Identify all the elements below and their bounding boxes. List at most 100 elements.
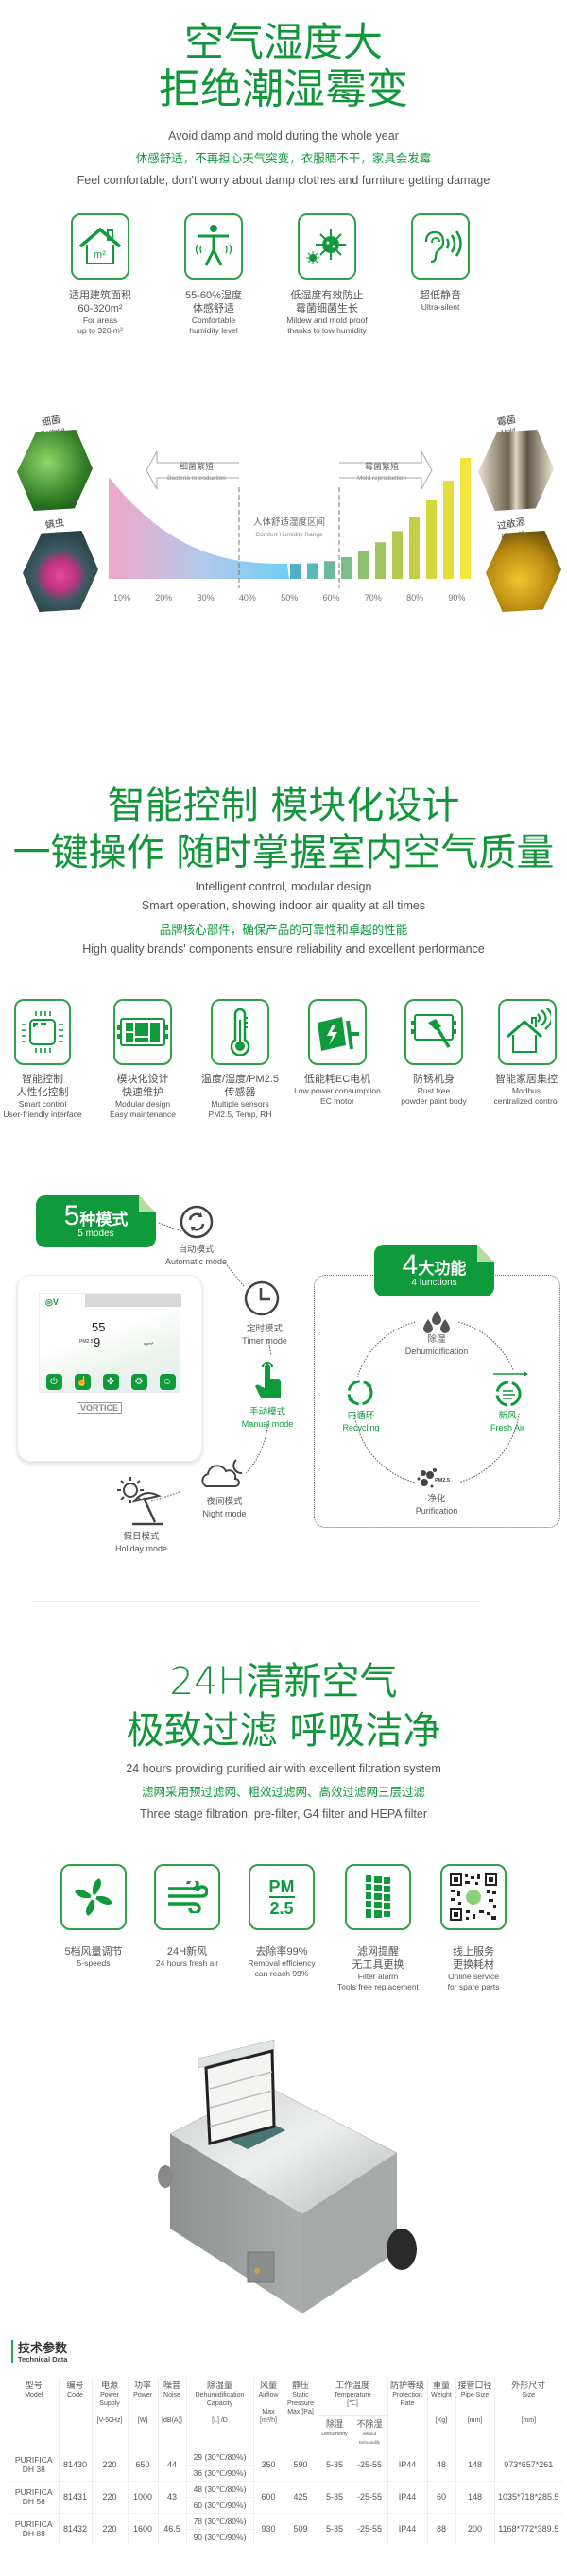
cell-airflow: 930 (253, 2512, 284, 2545)
section-divider (32, 1601, 480, 1602)
bacteria-arrow-en: Bacteria reproduction (167, 475, 226, 482)
feature-5-speeds-box (60, 1864, 127, 1930)
cell-airflow: 600 (253, 2480, 284, 2513)
control-panel: ◎V 55 PM2.5 9 ug/m³ ⏻ ☝ ✤ ⚙ ☺ VORTICE (17, 1275, 202, 1462)
cell-pipe: 148 (455, 2448, 495, 2481)
cell-supply: 220 (92, 2448, 129, 2481)
table-row-sub: 36 (30℃/90%) (9, 2464, 562, 2481)
user-button[interactable]: ☺ (159, 1373, 176, 1390)
feature-smart-home-box (498, 999, 557, 1065)
cell-t1: 5-35 (318, 2512, 352, 2545)
comfort-range-cn: 人体舒适湿度区间 (253, 517, 325, 528)
cell-airflow: 350 (253, 2448, 284, 2481)
feature-area-box: m² (71, 213, 129, 280)
cell-weight: 48 (427, 2448, 456, 2481)
duct-inlet (158, 2165, 173, 2188)
fresh-air-icon (491, 1371, 529, 1414)
cell-static: 425 (284, 2480, 318, 2513)
paint-brush-icon (411, 1014, 456, 1048)
drain-port (254, 2268, 260, 2274)
section2-title-1: 智能控制 模块化设计 (107, 784, 460, 827)
tech-title-bar (11, 2340, 13, 2363)
screen-value-2: 9 (94, 1335, 101, 1349)
screen-pm-label: PM2.5 (79, 1339, 94, 1345)
feature-silent-box (411, 213, 470, 280)
filter-cover (198, 2040, 275, 2069)
section2-sub-1: Intelligent control, modular design (195, 880, 372, 893)
cell-code: 81432 (59, 2512, 93, 2545)
mold-arrow-cn: 霉菌繁殖 (365, 461, 399, 471)
smart-home-icon (507, 1008, 551, 1053)
cell-ip: IP44 (387, 2512, 428, 2545)
cell-ip: IP44 (387, 2448, 428, 2481)
cell-weight: 60 (427, 2480, 456, 2513)
person-humidity-icon (195, 225, 232, 266)
humidity-tick-label: 90% (448, 593, 465, 602)
cell-dehum_1: 29 (30℃/80%) (186, 2448, 254, 2465)
screen-buttons: ⏻ ☝ ✤ ⚙ ☺ (40, 1369, 181, 1394)
power-button[interactable]: ⏻ (45, 1373, 62, 1390)
fan-icon (75, 1878, 112, 1916)
hero-tagline-en: Feel comfortable, don't worry about damp… (77, 174, 490, 187)
qr-code-icon[interactable] (449, 1873, 498, 1922)
cell-model: PURIFICA DH 88 (9, 2512, 60, 2545)
tech-title-cn: 技术参数 (18, 2341, 68, 2355)
cell-power: 1600 (128, 2512, 159, 2545)
humidity-tick-label: 70% (365, 593, 382, 602)
screen-header-bar (85, 1294, 181, 1307)
mold-arrow-en: Mold reproduction (357, 475, 406, 482)
humidity-tick-label: 80% (406, 593, 423, 602)
feature-pm25-box: PM 2.5 (249, 1864, 315, 1930)
cell-noise: 43 (158, 2480, 187, 2513)
cell-weight: 88 (427, 2512, 456, 2545)
fan-button[interactable]: ✤ (102, 1373, 119, 1390)
hero-title-2: 拒绝潮湿霉变 (159, 65, 408, 113)
cell-t2: -25-55 (352, 2512, 388, 2545)
cell-t2: -25-55 (352, 2480, 388, 2513)
cell-noise: 44 (158, 2448, 187, 2481)
cell-static: 509 (284, 2512, 318, 2545)
section2-sub-2: Smart operation, showing indoor air qual… (141, 899, 426, 912)
section2-tagline-cn: 品牌核心部件，确保产品的可靠性和卓越的性能 (159, 924, 408, 937)
cell-size: 973*657*261 (494, 2448, 562, 2481)
feature-ec-motor-box (308, 999, 367, 1065)
automatic-mode-icon (180, 1205, 214, 1244)
section3-tagline-cn: 滤网采用预过滤网、粗效过滤网、高效过滤网三层过滤 (141, 1786, 425, 1799)
modes-connector (150, 1222, 272, 1502)
manual-button[interactable]: ☝ (74, 1373, 91, 1390)
humidity-tick-label: 10% (113, 593, 130, 602)
cell-code: 81431 (59, 2480, 93, 2513)
bacteria-arrow (146, 450, 239, 490)
humidity-bar (443, 481, 454, 579)
feature-online-service-box[interactable] (440, 1864, 507, 1930)
cell-ip: IP44 (387, 2480, 428, 2513)
feature-sensors-box (211, 999, 269, 1065)
water-drops-icon (423, 1311, 450, 1333)
unit-side (302, 2153, 397, 2313)
timer-mode-icon (244, 1280, 280, 1321)
settings-button[interactable]: ⚙ (130, 1373, 147, 1390)
section2-title-2: 一键操作 随时掌握室内空气质量 (12, 831, 555, 874)
control-screen: ◎V 55 PM2.5 9 ug/m³ ⏻ ☝ ✤ ⚙ ☺ (39, 1293, 181, 1394)
cell-model: PURIFICA DH 38 (9, 2448, 60, 2481)
cell-size: 1168*772*389.5 (494, 2512, 562, 2545)
virus-icon (306, 229, 346, 264)
screen-unit: ug/m³ (144, 1341, 154, 1346)
